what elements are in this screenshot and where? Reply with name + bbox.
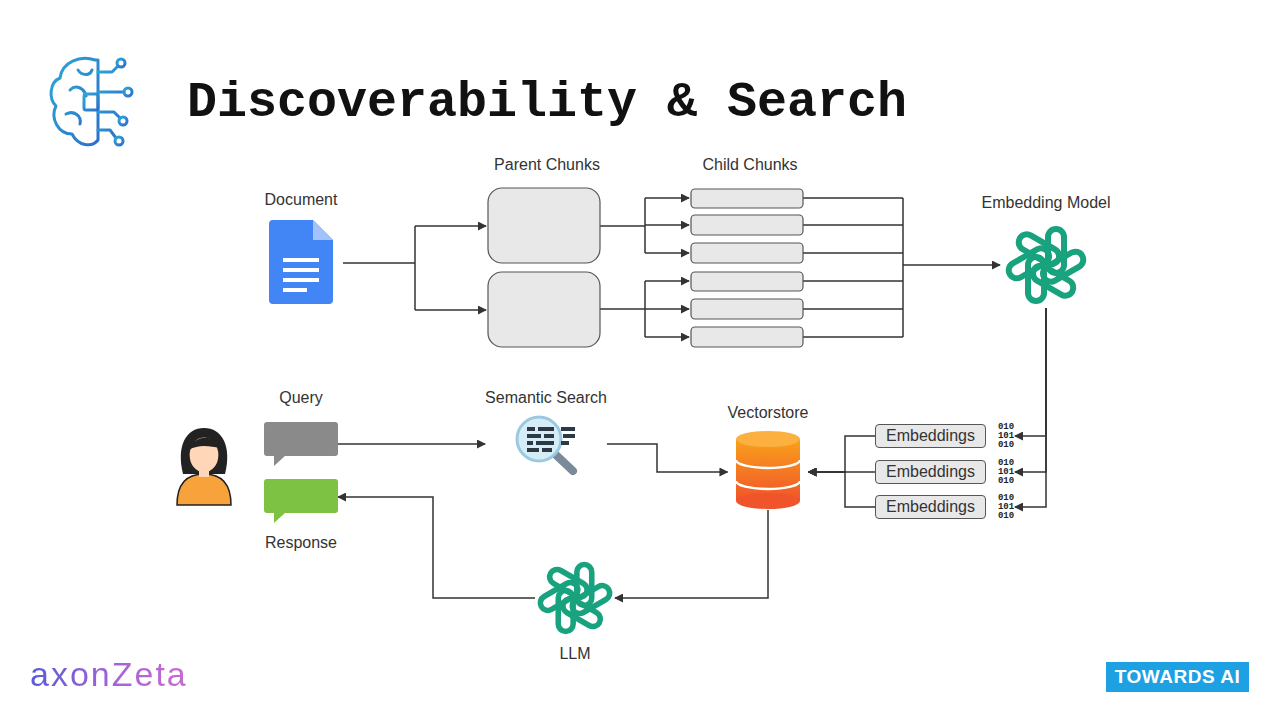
- llm-icon: [535, 558, 615, 638]
- node-label: Semantic Search: [485, 388, 607, 407]
- node-label: Vectorstore: [728, 403, 809, 422]
- embedding-box: Embeddings 010 101 010: [875, 458, 1015, 486]
- parent-chunk-boxes: [488, 188, 600, 347]
- flow-arrow: [808, 472, 875, 507]
- flow-arrow: [338, 497, 535, 598]
- binary-digits: 010 101 010: [998, 494, 1015, 521]
- vectorstore-icon: [734, 430, 802, 510]
- section-heading: Child Chunks: [702, 155, 797, 175]
- vectorstore-icon: Vectorstore: [728, 403, 809, 510]
- node-label: LLM: [559, 644, 590, 663]
- flow-arrow: [1015, 308, 1046, 472]
- query-bubble: Query: [264, 388, 338, 466]
- node-label: Response: [265, 533, 337, 552]
- document-icon: [269, 220, 333, 304]
- flow-arrow: [1015, 308, 1046, 436]
- response-bubble: Response: [264, 479, 338, 552]
- embedding-label: Embeddings: [875, 460, 986, 484]
- binary-digits: 010 101 010: [998, 459, 1015, 486]
- node-label: Document: [265, 190, 338, 209]
- query-bubble: [264, 422, 338, 466]
- embedding-label: Embeddings: [875, 424, 986, 448]
- embedding-model-icon: Embedding Model: [982, 193, 1111, 308]
- watermark-badge: TOWARDS AI: [1106, 662, 1249, 692]
- embedding-label: Embeddings: [875, 495, 986, 519]
- embedding-box: Embeddings 010 101 010: [875, 422, 1015, 450]
- chunk-wires: [343, 198, 1000, 337]
- child-chunk-boxes: [691, 189, 803, 347]
- binary-digits: 010 101 010: [998, 423, 1015, 450]
- response-bubble: [264, 479, 338, 523]
- diagram-title: Discoverability & Search: [187, 74, 907, 132]
- llm-icon: LLM: [535, 558, 615, 663]
- flow-arrow: [615, 510, 768, 598]
- flow-arrow: [808, 436, 875, 472]
- watermark-logo: axonZeta: [30, 652, 188, 696]
- flow-arrow: [1015, 308, 1046, 507]
- node-label: Embedding Model: [982, 193, 1111, 212]
- embedding-model-icon: [1003, 222, 1089, 308]
- embedding-box: Embeddings 010 101 010: [875, 493, 1015, 521]
- flow-arrow: [607, 444, 728, 472]
- semantic-search-icon: [513, 414, 579, 476]
- node-label: Query: [279, 388, 323, 407]
- document-icon: Document: [265, 190, 338, 304]
- user-avatar: [177, 428, 231, 505]
- brain-logo: [51, 58, 132, 145]
- semantic-search-icon: Semantic Search: [485, 388, 607, 476]
- section-heading: Parent Chunks: [494, 155, 600, 175]
- flow-arrow: [338, 443, 485, 445]
